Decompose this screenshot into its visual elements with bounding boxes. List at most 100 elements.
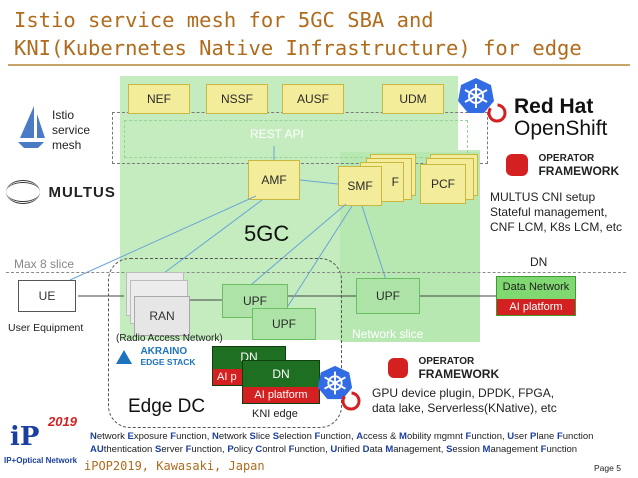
dn-network-label: Data Network [502, 281, 570, 293]
footer-initial: F [540, 444, 547, 455]
ran-caption: (Radio Access Network) [116, 333, 223, 344]
footer-word-rest: ata [369, 444, 386, 455]
footer-initial: S [272, 431, 280, 442]
conference-label: iPOP2019, Kawasaki, Japan [84, 459, 265, 473]
footer-word-rest: unction [546, 444, 578, 455]
ausf-box: AUSF [282, 84, 344, 114]
footer-initial: M [385, 444, 394, 455]
ipop-logo: 2019 iP IP+Optical Network [4, 414, 78, 465]
multus-wave-icon [6, 180, 40, 204]
akraino-logo: AKRAINO EDGE STACK [116, 346, 196, 368]
footer-initial: M [399, 431, 407, 442]
footer-word-rest: unction [562, 431, 594, 442]
footer-word-rest: xposure [133, 431, 171, 442]
footer-initial: F [556, 431, 563, 442]
footer-initial: N [212, 431, 219, 442]
kni-edge-label: KNI edge [252, 408, 298, 420]
nssf-box: NSSF [206, 84, 268, 114]
operator-cycle-icon-edge [341, 391, 361, 411]
footer-initial: A [356, 431, 364, 442]
footer-initial: D [362, 444, 370, 455]
akraino-triangle-icon [116, 350, 132, 364]
footer-word-rest: lane [536, 431, 557, 442]
operator-gear-icon-edge [388, 358, 408, 378]
footer-line-2: AUthentication Server Function, Policy C… [90, 443, 593, 456]
nef-box: NEF [128, 84, 190, 114]
footer-initial: S [249, 431, 256, 442]
footer-word-rest: obility mgmnt [406, 431, 466, 442]
footer-word-rest: ser [514, 431, 530, 442]
kubernetes-icon-top [458, 78, 494, 113]
istio-label: Istio service mesh [52, 108, 91, 152]
max-slice-label: Max 8 slice [14, 257, 75, 271]
operator-framework-logo-edge: OPERATOR FRAMEWORK [388, 356, 499, 380]
footer-word-rest: olicy [233, 444, 256, 455]
5gc-label: 5GC [244, 221, 290, 246]
edge-dn-box-2: DN AI platform [242, 360, 320, 404]
footer-word-rest: unction, [176, 431, 213, 442]
footer-word-rest: unction, [471, 431, 508, 442]
footer-word-rest: unction, [191, 444, 228, 455]
footer-initial: N [90, 431, 97, 442]
footer-initial: F [170, 431, 177, 442]
operator-framework-logo-top: OPERATOR FRAMEWORK [506, 152, 619, 178]
footer-initial: F [288, 444, 295, 455]
footer-initial: M [482, 444, 491, 455]
network-slice-label: Network slice [352, 327, 424, 341]
dn-title: DN [530, 255, 548, 269]
footer-initial: F [185, 444, 192, 455]
footer-initial: S [446, 444, 453, 455]
upf-box-2: UPF [252, 308, 316, 340]
footer-initial: U [507, 431, 515, 442]
multus-description: MULTUS CNI setup Stateful management, CN… [490, 190, 623, 234]
footer-word-rest: nified [337, 444, 363, 455]
footer-initial: S [154, 444, 162, 455]
footer-initial: AU [90, 444, 104, 455]
multus-logo: MULTUS [6, 180, 116, 204]
edge-dc-area [108, 258, 342, 428]
footer-word-rest: anagement [490, 444, 541, 455]
footer-abbreviations: Network Exposure Function, Network Slice… [90, 430, 593, 456]
upf-box-3: UPF [356, 278, 420, 314]
footer-word-rest: erver [161, 444, 186, 455]
footer-initial: P [530, 431, 537, 442]
rest-api-bus [124, 120, 468, 158]
footer-word-rest: election [279, 431, 315, 442]
footer-word-rest: ccess & [363, 431, 400, 442]
istio-sail-icon [18, 106, 45, 148]
operator-gear-icon [506, 154, 528, 176]
pcf-box: PCF [420, 164, 466, 204]
page-title: Istio service mesh for 5GC SBA and KNI(K… [14, 8, 582, 60]
amf-box: AMF [248, 160, 300, 200]
redhat-openshift-logo: Red Hat OpenShift [514, 95, 608, 140]
footer-initial: E [127, 431, 134, 442]
footer-word-rest: unction, [294, 444, 331, 455]
footer-word-rest: lice [255, 431, 273, 442]
page-number: Page 5 [594, 463, 621, 473]
ue-caption: User Equipment [8, 322, 84, 334]
dn-ai-label: AI platform [497, 299, 575, 315]
footer-word-rest: ontrol [262, 444, 289, 455]
ue-box: UE [18, 280, 76, 312]
footer-word-rest: ession [452, 444, 483, 455]
gpu-description: GPU device plugin, DPDK, FPGA, data lake… [372, 386, 557, 415]
footer-word-rest: etwork [96, 431, 128, 442]
slice-dashed-line [6, 272, 626, 273]
edge-dc-label: Edge DC [128, 396, 206, 417]
footer-word-rest: unction, [320, 431, 357, 442]
akraino-text: AKRAINO EDGE STACK [140, 346, 196, 367]
footer-word-rest: thentication [103, 444, 155, 455]
ran-box: RAN [134, 296, 190, 336]
footer-initial: F [314, 431, 321, 442]
footer-initial: C [255, 444, 263, 455]
smf-box: SMF [338, 166, 382, 206]
footer-initial: P [227, 444, 234, 455]
dn-box: Data Network AI platform [496, 276, 576, 316]
operator-cycle-icon-top [487, 103, 507, 123]
footer-initial: F [465, 431, 472, 442]
footer-line-1: Network Exposure Function, Network Slice… [90, 430, 593, 443]
footer-word-rest: anagement, [393, 444, 447, 455]
udm-box: UDM [382, 84, 444, 114]
rest-api-label: REST API [250, 127, 304, 141]
kubernetes-icon-edge [317, 365, 353, 400]
